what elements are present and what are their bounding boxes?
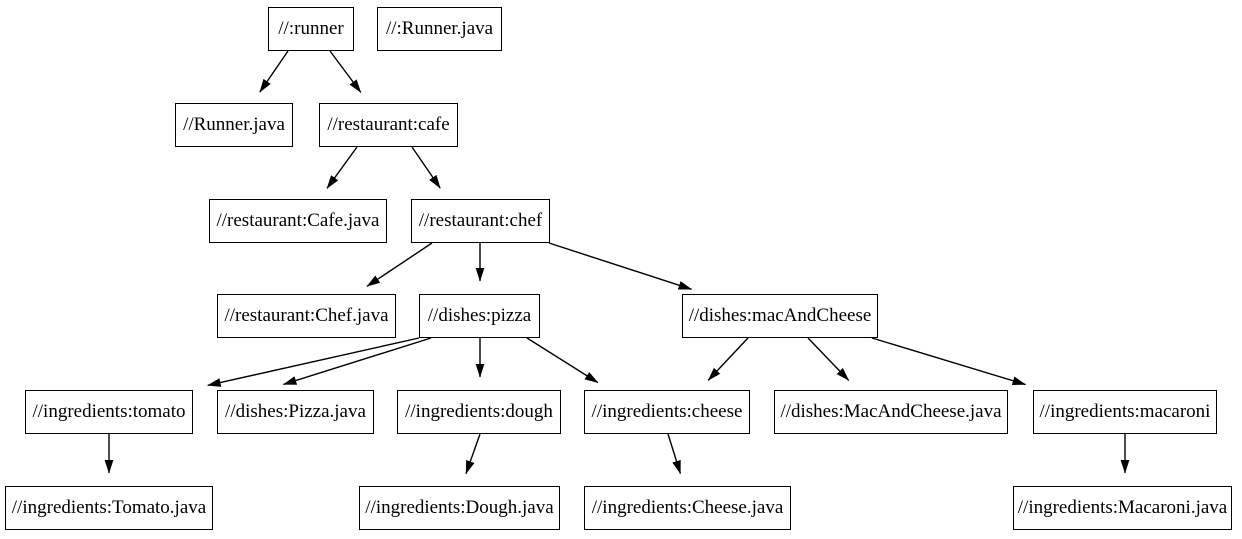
edge-group	[104, 50, 1130, 475]
graph-node-label: //restaurant:cafe	[327, 114, 450, 135]
edge-chef-to-mac-and-cheese	[548, 242, 693, 290]
edge-mac-and-cheese-to-cheese	[707, 337, 749, 381]
graph-node-pizza: //dishes:pizza	[419, 294, 540, 338]
edge-runner-to-cafe	[329, 50, 362, 93]
edge-pizza-to-cheese	[526, 337, 599, 384]
graph-node-cheese: //ingredients:cheese	[584, 390, 750, 434]
graph-node-runner: //:runner	[268, 7, 354, 51]
graph-node-label: //ingredients:macaroni	[1039, 401, 1211, 422]
edge-mac-and-cheese-to-mac-and-cheese-java	[807, 337, 850, 381]
edge-cafe-to-cafe-java	[326, 146, 358, 189]
graph-node-label: //Runner.java	[183, 114, 285, 135]
edge-dough-to-dough-java	[465, 433, 481, 475]
edge-mac-and-cheese-to-macaroni	[871, 337, 1027, 386]
graph-node-label: //ingredients:tomato	[32, 401, 186, 422]
graph-node-macaroni: //ingredients:macaroni	[1033, 390, 1217, 434]
graph-node-cafe: //restaurant:cafe	[319, 103, 458, 147]
graph-node-dough-java: //ingredients:Dough.java	[359, 486, 560, 530]
graph-node-cheese-java: //ingredients:Cheese.java	[584, 486, 791, 530]
graph-node-chef: //restaurant:chef	[411, 199, 550, 243]
graph-node-chef-java: //restaurant:Chef.java	[217, 294, 396, 338]
graph-node-label: //restaurant:chef	[418, 210, 543, 231]
graph-node-label: //dishes:Pizza.java	[225, 401, 366, 422]
graph-node-macaroni-java: //ingredients:Macaroni.java	[1013, 486, 1232, 530]
graph-node-mac-and-cheese-java: //dishes:MacAndCheese.java	[774, 390, 1008, 434]
edge-cafe-to-chef	[411, 146, 441, 189]
graph-node-label: //ingredients:Macaroni.java	[1017, 497, 1228, 518]
graph-node-label: //:Runner.java	[385, 18, 494, 39]
graph-node-tomato: //ingredients:tomato	[25, 390, 193, 434]
edge-runner-to-runner-java	[259, 50, 289, 93]
graph-node-dough: //ingredients:dough	[397, 390, 561, 434]
graph-node-cafe-java: //restaurant:Cafe.java	[209, 199, 387, 243]
graph-node-tomato-java: //ingredients:Tomato.java	[5, 486, 213, 530]
graph-node-label: //restaurant:Cafe.java	[216, 210, 380, 231]
graph-node-label: //dishes:macAndCheese	[688, 305, 872, 326]
graph-node-mac-and-cheese: //dishes:macAndCheese	[682, 294, 878, 338]
graph-node-label: //ingredients:cheese	[591, 401, 743, 422]
edge-cheese-to-cheese-java	[667, 433, 682, 475]
graph-node-label: //restaurant:Chef.java	[224, 305, 389, 326]
graph-node-runner-java: //Runner.java	[175, 103, 293, 147]
edge-chef-to-chef-java	[366, 242, 433, 287]
graph-node-pizza-java: //dishes:Pizza.java	[217, 390, 374, 434]
edge-pizza-to-pizza-java	[282, 337, 432, 386]
graph-node-label: //ingredients:Cheese.java	[591, 497, 784, 518]
graph-node-label: //:runner	[278, 18, 344, 39]
graph-node-label: //dishes:pizza	[427, 305, 532, 326]
edge-pizza-to-tomato	[207, 337, 420, 387]
graph-node-label: //ingredients:Dough.java	[365, 497, 554, 518]
graph-node-label: //ingredients:dough	[405, 401, 553, 422]
graph-node-label: //ingredients:Tomato.java	[11, 497, 207, 518]
graph-node-root-runner-java: //:Runner.java	[377, 7, 502, 51]
graph-node-label: //dishes:MacAndCheese.java	[780, 401, 1002, 422]
